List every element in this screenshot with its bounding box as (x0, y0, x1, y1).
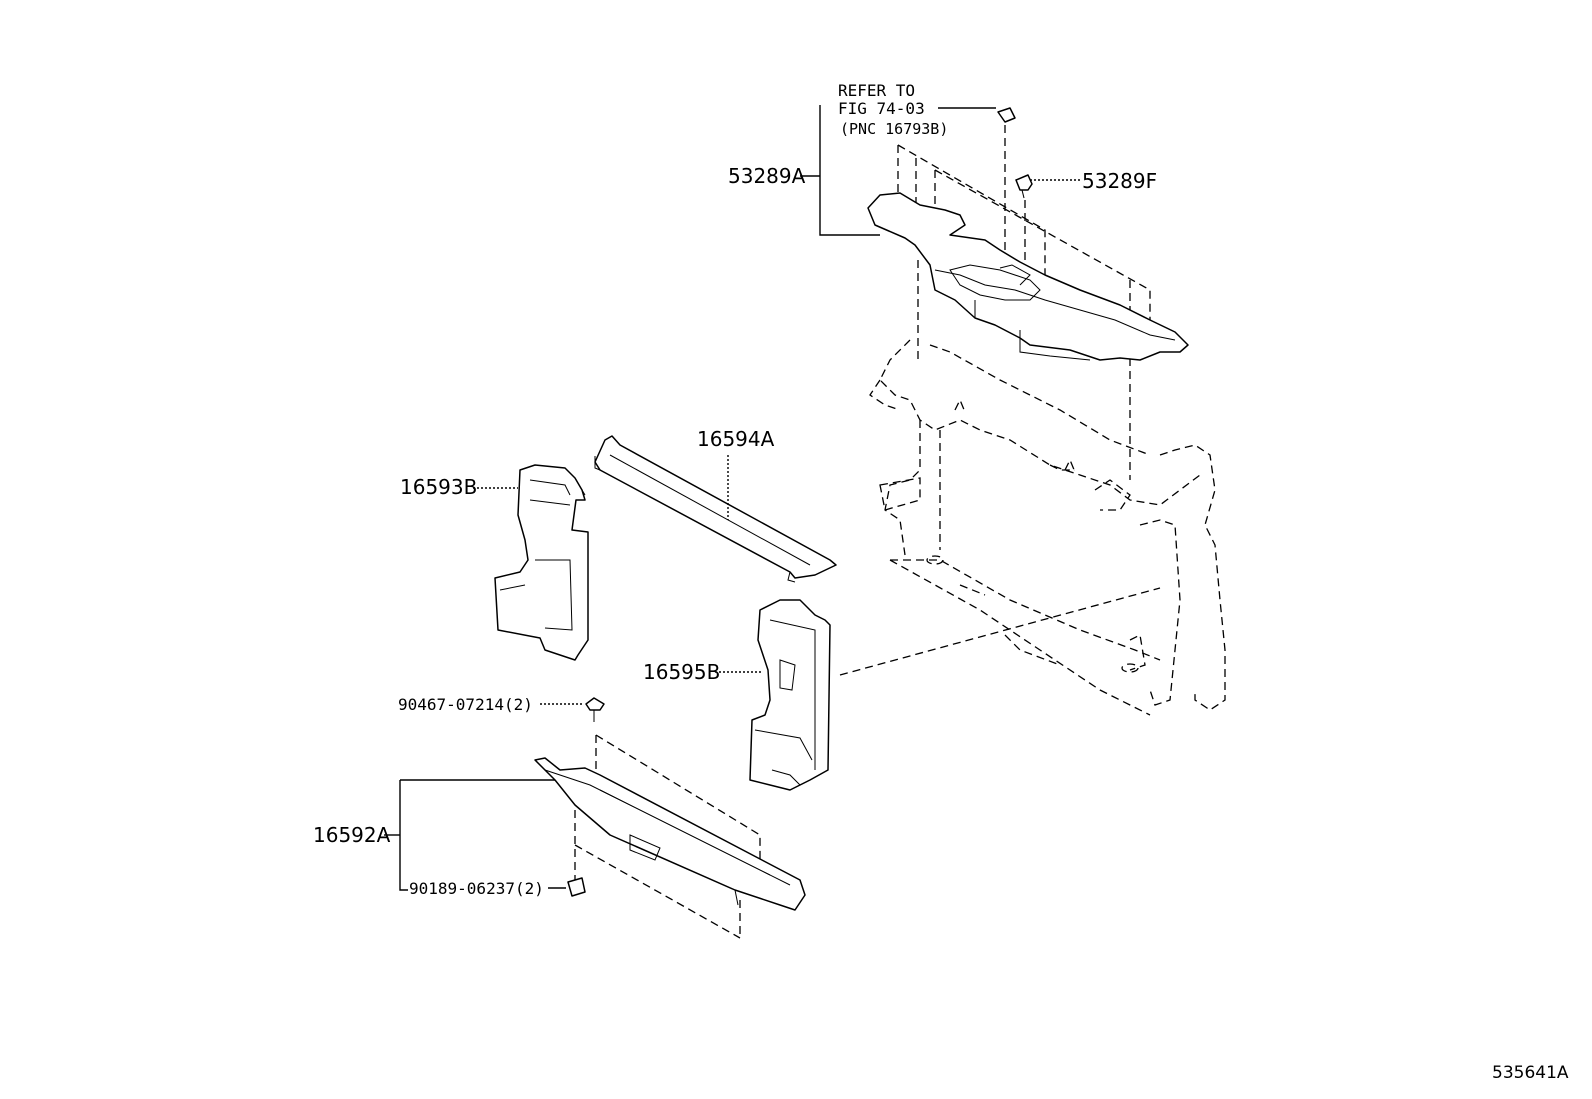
refer-label-line2: FIG 74-03 (838, 99, 925, 118)
part-label-16592A: 16592A (313, 823, 391, 847)
part-label-90467-07214: 90467-07214(2) (398, 695, 533, 714)
part-label-16593B: 16593B (400, 475, 477, 499)
refer-label-line1: REFER TO (838, 81, 915, 100)
refer-label-line3: (PNC 16793B) (840, 120, 948, 138)
radiator-top-cover-53289A (867, 192, 1189, 361)
part-label-90189-06237: 90189-06237(2) (409, 879, 544, 898)
part-label-16595B: 16595B (643, 660, 720, 684)
lower-seal-16592A (534, 757, 806, 911)
reference-clip-16793B (997, 107, 1016, 123)
part-label-16594A: 16594A (697, 427, 775, 451)
alignment-lines-bottom (574, 810, 741, 939)
radiator-support-dashed (869, 339, 1226, 716)
part-label-53289F: 53289F (1082, 169, 1157, 193)
figure-id: 535641A (1492, 1063, 1569, 1083)
side-seal-16593B (494, 464, 589, 661)
seal-16594A (594, 435, 837, 583)
part-label-53289A: 53289A (728, 164, 806, 188)
clip-90189-06237 (567, 877, 586, 897)
side-seal-16595B (749, 599, 831, 791)
clip-90467-07214 (585, 697, 761, 860)
clip-53289F (1015, 174, 1033, 199)
leader-lines (384, 105, 1080, 891)
